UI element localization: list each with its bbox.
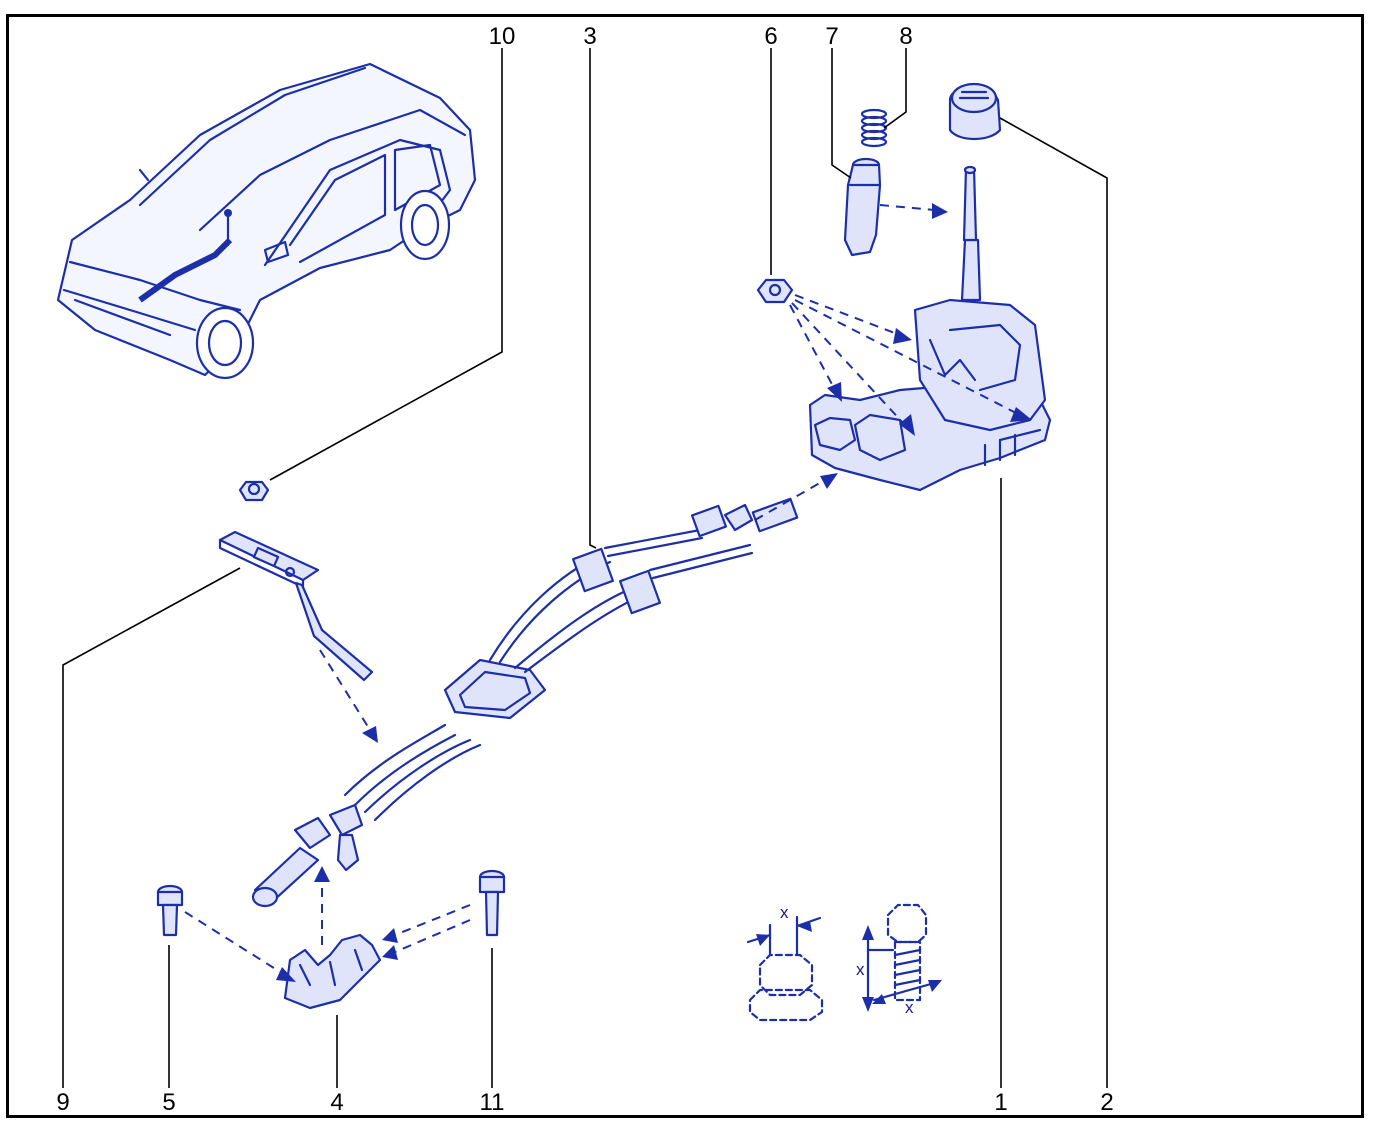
part-8-spring	[860, 108, 888, 148]
part-10-nut	[238, 480, 270, 502]
part-5-bolt	[156, 884, 184, 937]
part-2-gear-knob	[948, 82, 1002, 141]
part-9-bracket	[218, 530, 374, 682]
part-3-gear-cables	[251, 497, 799, 908]
assembly-arrows	[184, 203, 1032, 982]
callout-2: 2	[1100, 1089, 1113, 1116]
callout-labels: 10 3 6 7 8 9 5 4 11 1 2	[56, 23, 1113, 1116]
callout-1: 1	[994, 1089, 1007, 1116]
nut-dimension-x: x	[780, 903, 789, 922]
part-1-shifter-housing	[808, 165, 1052, 492]
vehicle-illustration	[56, 62, 477, 380]
part-4-clip	[283, 933, 382, 1010]
torque-symbol-nut: x	[746, 903, 824, 1022]
callout-leader-lines	[62, 48, 1108, 1088]
part-6-nut	[756, 278, 794, 304]
callout-9: 9	[56, 1089, 69, 1116]
callout-7: 7	[825, 23, 838, 50]
callout-3: 3	[583, 23, 596, 50]
callout-4: 4	[330, 1089, 343, 1116]
bolt-dimension-x-horizontal: x	[905, 998, 914, 1017]
callout-10: 10	[489, 23, 516, 50]
callout-6: 6	[764, 23, 777, 50]
torque-symbol-bolt: x x	[856, 903, 942, 1017]
callout-5: 5	[162, 1089, 175, 1116]
callout-11: 11	[480, 1089, 505, 1116]
bolt-dimension-x-vertical: x	[856, 960, 865, 979]
part-11-bolt	[478, 869, 506, 937]
callout-8: 8	[899, 23, 912, 50]
part-7-sleeve	[843, 157, 882, 257]
